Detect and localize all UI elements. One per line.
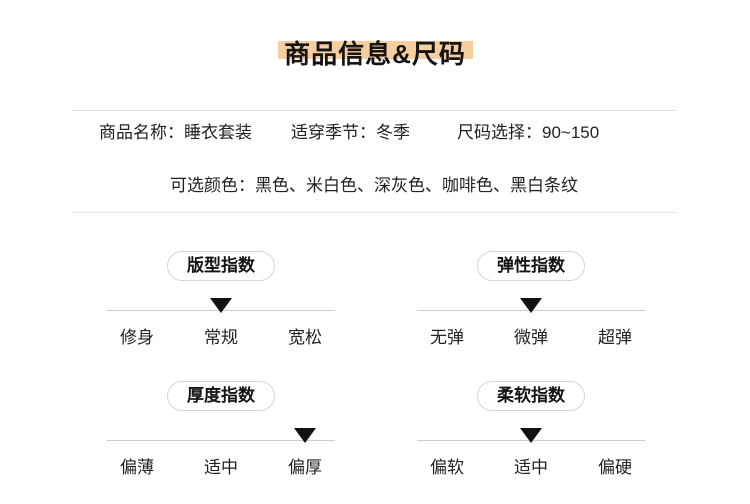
option-label: 偏厚 (288, 458, 322, 477)
index-scale (107, 428, 335, 444)
index-options: 无弹 微弹 超弹 (417, 327, 645, 349)
size-range-value: 90~150 (542, 123, 600, 142)
option-label: 常规 (204, 328, 238, 347)
title-highlight-bar (278, 41, 473, 59)
index-title: 弹性指数 (497, 256, 565, 275)
index-title: 柔软指数 (497, 386, 565, 405)
option-label: 无弹 (430, 328, 464, 347)
option-label: 超弹 (598, 328, 632, 347)
index-scale (417, 428, 645, 444)
index-title-pill: 柔软指数 (477, 381, 585, 411)
product-info-table: 商品名称：睡衣套装 适穿季节：冬季 尺码选择：90~150 可选颜色：黑色、米白… (72, 110, 676, 213)
available-colors-value: 黑色、米白色、深灰色、咖啡色、黑白条纹 (255, 176, 578, 195)
page-title: 商品信息&尺码 (284, 39, 466, 70)
available-colors-field: 可选颜色：黑色、米白色、深灰色、咖啡色、黑白条纹 (72, 174, 676, 198)
season-label: 适穿季节： (291, 123, 376, 142)
index-title-pill: 版型指数 (167, 251, 275, 281)
index-title-pill: 弹性指数 (477, 251, 585, 281)
index-options: 偏软 适中 偏硬 (417, 457, 645, 479)
index-panel-thickness: 厚度指数 偏薄 适中 偏厚 (107, 381, 335, 479)
option-label: 微弹 (514, 328, 548, 347)
product-name-value: 睡衣套装 (184, 123, 252, 142)
index-options: 偏薄 适中 偏厚 (107, 457, 335, 479)
selected-level-triangle-icon (520, 428, 542, 443)
option-label: 偏薄 (120, 458, 154, 477)
selected-level-triangle-icon (210, 298, 232, 313)
index-title: 厚度指数 (187, 386, 255, 405)
selected-level-triangle-icon (293, 428, 316, 443)
index-panel-elasticity: 弹性指数 无弹 微弹 超弹 (417, 251, 645, 349)
product-name-field: 商品名称：睡衣套装 (99, 121, 252, 145)
option-label: 偏软 (430, 458, 464, 477)
option-label: 偏硬 (598, 458, 632, 477)
index-scale (107, 298, 335, 314)
season-field: 适穿季节：冬季 (291, 121, 410, 145)
option-label: 适中 (514, 458, 548, 477)
size-range-label: 尺码选择： (457, 123, 542, 142)
index-panel-softness: 柔软指数 偏软 适中 偏硬 (417, 381, 645, 479)
product-name-label: 商品名称： (99, 123, 184, 142)
size-range-field: 尺码选择：90~150 (457, 121, 599, 145)
available-colors-label: 可选颜色： (170, 176, 255, 195)
index-scale (417, 298, 645, 314)
index-panel-fit: 版型指数 修身 常规 宽松 (107, 251, 335, 349)
option-label: 适中 (204, 458, 238, 477)
selected-level-triangle-icon (520, 298, 542, 313)
index-title-pill: 厚度指数 (167, 381, 275, 411)
option-label: 宽松 (288, 328, 322, 347)
option-label: 修身 (120, 328, 154, 347)
index-options: 修身 常规 宽松 (107, 327, 335, 349)
scale-line (107, 440, 335, 441)
season-value: 冬季 (376, 123, 410, 142)
index-title: 版型指数 (187, 256, 255, 275)
